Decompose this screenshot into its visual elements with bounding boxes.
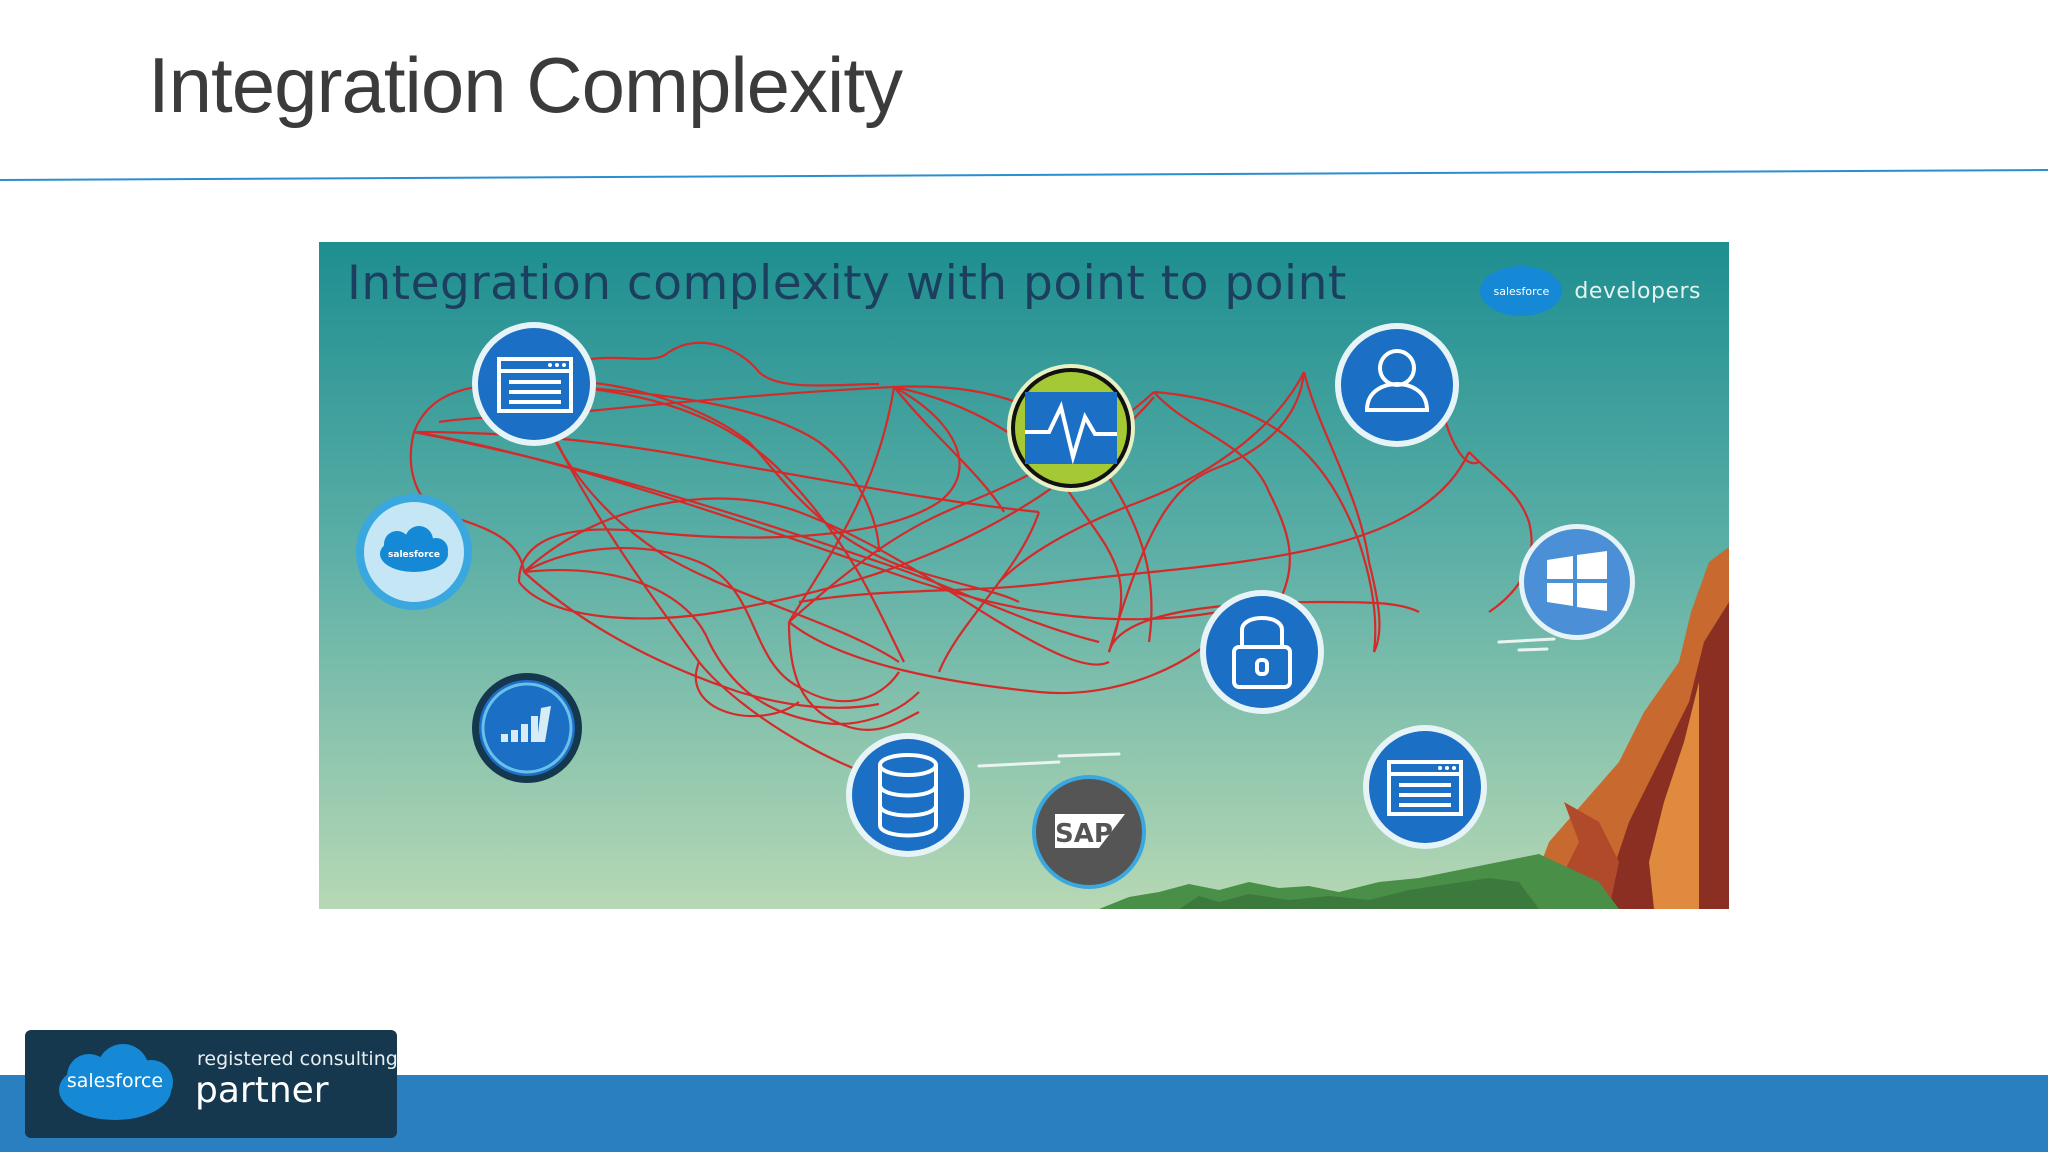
salesforce-cloud-icon <box>59 1044 173 1120</box>
database-icon <box>878 753 938 838</box>
salesforce-node-label: salesforce <box>388 550 440 560</box>
database-node <box>846 733 970 857</box>
page-title: Integration Complexity <box>148 41 903 129</box>
bar-chart-icon <box>501 706 551 742</box>
developers-wordmark: developers <box>1574 278 1701 304</box>
monitoring-node <box>1007 364 1135 492</box>
grass-scenery <box>1099 854 1619 909</box>
windows-logo-icon <box>1547 551 1607 611</box>
web-page-node <box>472 322 596 446</box>
diagram-heading: Integration complexity with point to poi… <box>347 256 1347 311</box>
sap-node: SAP <box>1032 775 1146 889</box>
salesforce-node: salesforce <box>356 494 472 610</box>
partner-title: partner <box>195 1070 329 1111</box>
user-profile-icon <box>1364 349 1430 412</box>
analytics-node <box>472 673 582 783</box>
security-node <box>1200 590 1324 714</box>
user-node <box>1335 323 1459 447</box>
salesforce-cloud-logo: salesforce <box>1480 266 1563 316</box>
partner-subtitle: registered consulting <box>197 1048 398 1070</box>
diagram-canvas: salesforce <box>319 242 1729 909</box>
sap-node-label: SAP <box>1055 819 1113 849</box>
app-node <box>1363 725 1487 849</box>
integration-diagram: salesforce <box>319 242 1729 909</box>
windows-node <box>1519 524 1635 640</box>
padlock-icon <box>1232 616 1292 689</box>
developers-brand: salesforce developers <box>1480 266 1701 316</box>
salesforce-logo-text: salesforce <box>66 1070 164 1092</box>
sap-logo-icon <box>1055 814 1125 848</box>
browser-window-icon <box>497 357 573 413</box>
salesforce-cloud-icon <box>380 526 448 572</box>
browser-window-icon <box>1387 760 1463 816</box>
cliff-scenery <box>1524 547 1729 909</box>
partner-badge: salesforce registered consulting partner <box>25 1030 398 1138</box>
title-divider <box>0 169 2048 181</box>
motion-dashes <box>977 637 1556 768</box>
